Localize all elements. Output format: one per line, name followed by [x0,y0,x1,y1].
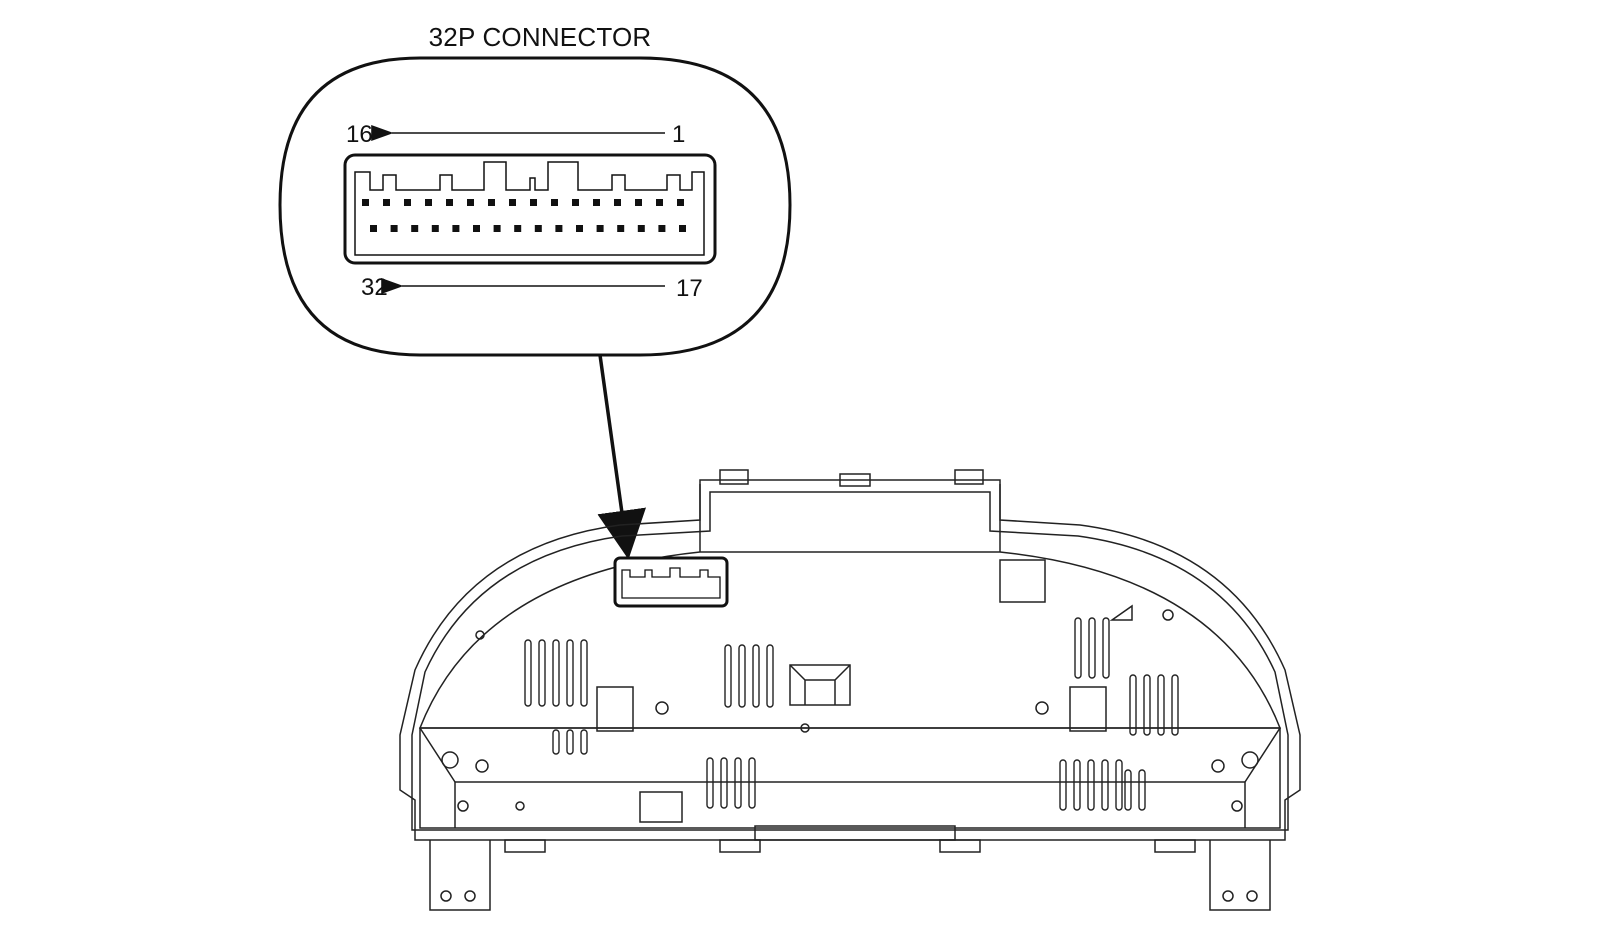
vent-slot [738,644,746,708]
vent-slot [706,757,714,809]
connector-pin [596,225,604,232]
pin-label-17: 17 [676,275,703,302]
vent-slot [1102,617,1110,679]
pin-label-32: 32 [361,274,388,301]
connector-pin [493,225,501,232]
connector-pin [617,225,625,232]
pin-label-1: 1 [672,121,685,148]
vent-slot [766,644,774,708]
callout-bubble [278,56,792,357]
connector-pin [411,225,419,232]
vent-slot [580,639,588,707]
connector-pin [576,225,583,232]
callout-pointer-arrow [597,354,646,560]
vent-slot [538,639,546,707]
connector-pin [425,199,432,206]
connector-pin [390,225,398,232]
connector-pin [362,199,369,206]
vent-slot [1059,759,1067,811]
connector-pin [509,199,516,206]
connector-pin [467,199,474,206]
connector-pin [614,199,621,206]
pin-row-bottom [370,225,686,232]
vent-slot [1157,674,1165,736]
connector-pin [383,199,390,206]
pin-label-16: 16 [346,121,373,148]
vent-slot [1129,674,1137,736]
connector-pin [473,225,480,232]
connector-pin [404,199,411,206]
connector-enlarged [343,153,717,265]
pin-row-top [362,199,684,206]
gauge-cluster [399,469,1301,911]
connector-pin [488,199,495,206]
connector-pin [452,225,460,232]
connector-on-cluster [613,556,729,608]
vent-slot [1124,769,1132,811]
vent-slot [552,639,560,707]
vent-slot [1074,617,1082,679]
connector-pin [593,199,600,206]
connector-pin [677,199,684,206]
vent-slot [734,757,742,809]
vent-slot [752,644,760,708]
vent-slot [1087,759,1095,811]
vent-slot [748,757,756,809]
connector-pin [446,199,453,206]
connector-pin [534,225,542,232]
connector-pin [431,225,439,232]
connector-pin [530,199,537,206]
vent-slot [566,639,574,707]
vent-slot [580,729,588,755]
connector-pin [555,225,563,232]
vent-slot [524,639,532,707]
vent-slot [552,729,560,755]
vent-slot [1101,759,1109,811]
connector-pin [637,225,645,232]
connector-pin [370,225,377,232]
vent-slot [720,757,728,809]
vent-slot [1115,759,1123,811]
connector-pin [658,225,666,232]
connector-title: 32P CONNECTOR [428,22,652,52]
vent-slot [1138,769,1146,811]
connector-pin [635,199,642,206]
connector-pin [514,225,522,232]
vent-slot [724,644,732,708]
vent-slots [524,617,1179,811]
vent-slot [1171,674,1179,736]
vent-slot [1073,759,1081,811]
connector-pin [551,199,558,206]
connector-pin [679,225,686,232]
connector-pin [572,199,579,206]
vent-slot [1143,674,1151,736]
vent-slot [1088,617,1096,679]
vent-slot [566,729,574,755]
connector-pin [656,199,663,206]
